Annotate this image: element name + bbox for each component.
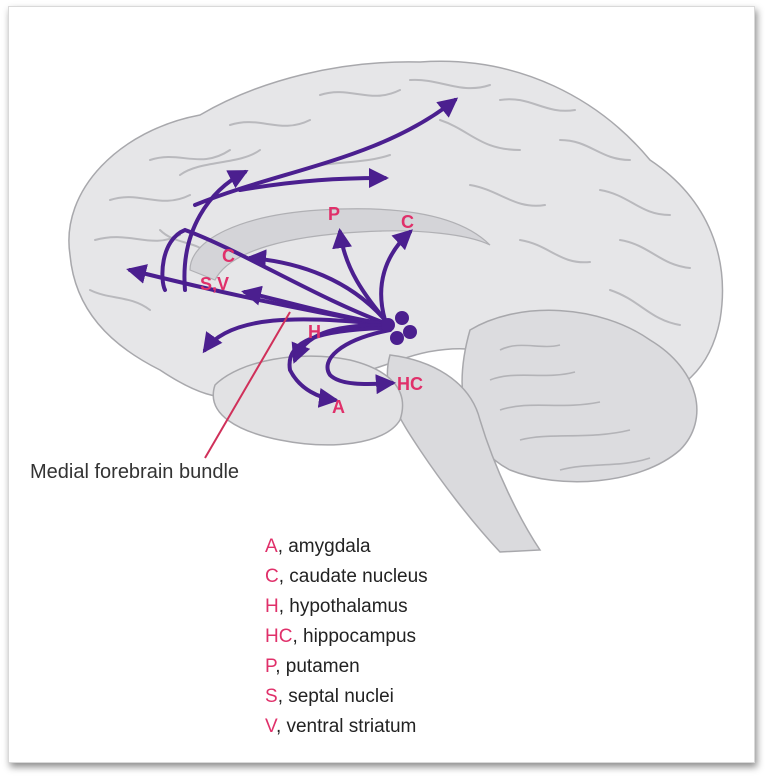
arrow-to-caudate-top	[379, 229, 413, 322]
arrow-to-caudate-mid	[246, 249, 387, 322]
legend-item-putamen: P, putamen	[265, 656, 360, 677]
legend-item-septal: S, septal nuclei	[265, 686, 394, 707]
legend-item-hypothalamus: H, hypothalamus	[265, 596, 408, 617]
arrow-to-amygdala	[287, 326, 387, 408]
corpus-callosum	[189, 208, 491, 281]
label-hypothalamus: H	[308, 322, 321, 342]
arrow-to-superior-frontal	[193, 97, 459, 207]
label-caudate-top: C	[401, 212, 414, 232]
temporal-lobe-shape	[212, 355, 404, 446]
cerebellum-folia	[489, 344, 651, 471]
label-septal-ventral: S,V	[200, 274, 229, 294]
pathway-arrows	[126, 97, 459, 408]
arrow-to-prefrontal-top	[160, 227, 392, 327]
arrow-to-hippocampus	[325, 328, 396, 395]
medial-forebrain-bundle-label: Medial forebrain bundle	[30, 461, 239, 483]
arrow-to-dorsal-frontal	[182, 170, 249, 292]
arrow-to-orbital	[202, 317, 392, 354]
legend-item-hippocampus: HC, hippocampus	[265, 626, 417, 647]
legend: A, amygdala C, caudate nucleus H, hypoth…	[265, 532, 428, 742]
label-putamen: P	[328, 204, 340, 224]
legend-item-amygdala: A, amygdala	[265, 536, 371, 557]
vta-nucleus-cluster	[381, 311, 417, 345]
arrow-to-septal	[241, 285, 392, 327]
arrow-to-cingulate	[238, 168, 389, 192]
legend-item-caudate: C, caudate nucleus	[265, 566, 428, 587]
brainstem-shape	[386, 354, 542, 553]
arrow-to-putamen	[332, 228, 387, 322]
label-hippocampus: HC	[397, 374, 423, 394]
callout-line	[204, 311, 291, 459]
label-amygdala: A	[332, 397, 345, 417]
label-caudate-mid: C	[222, 246, 235, 266]
legend-item-ventral-striatum: V, ventral striatum	[265, 716, 417, 737]
